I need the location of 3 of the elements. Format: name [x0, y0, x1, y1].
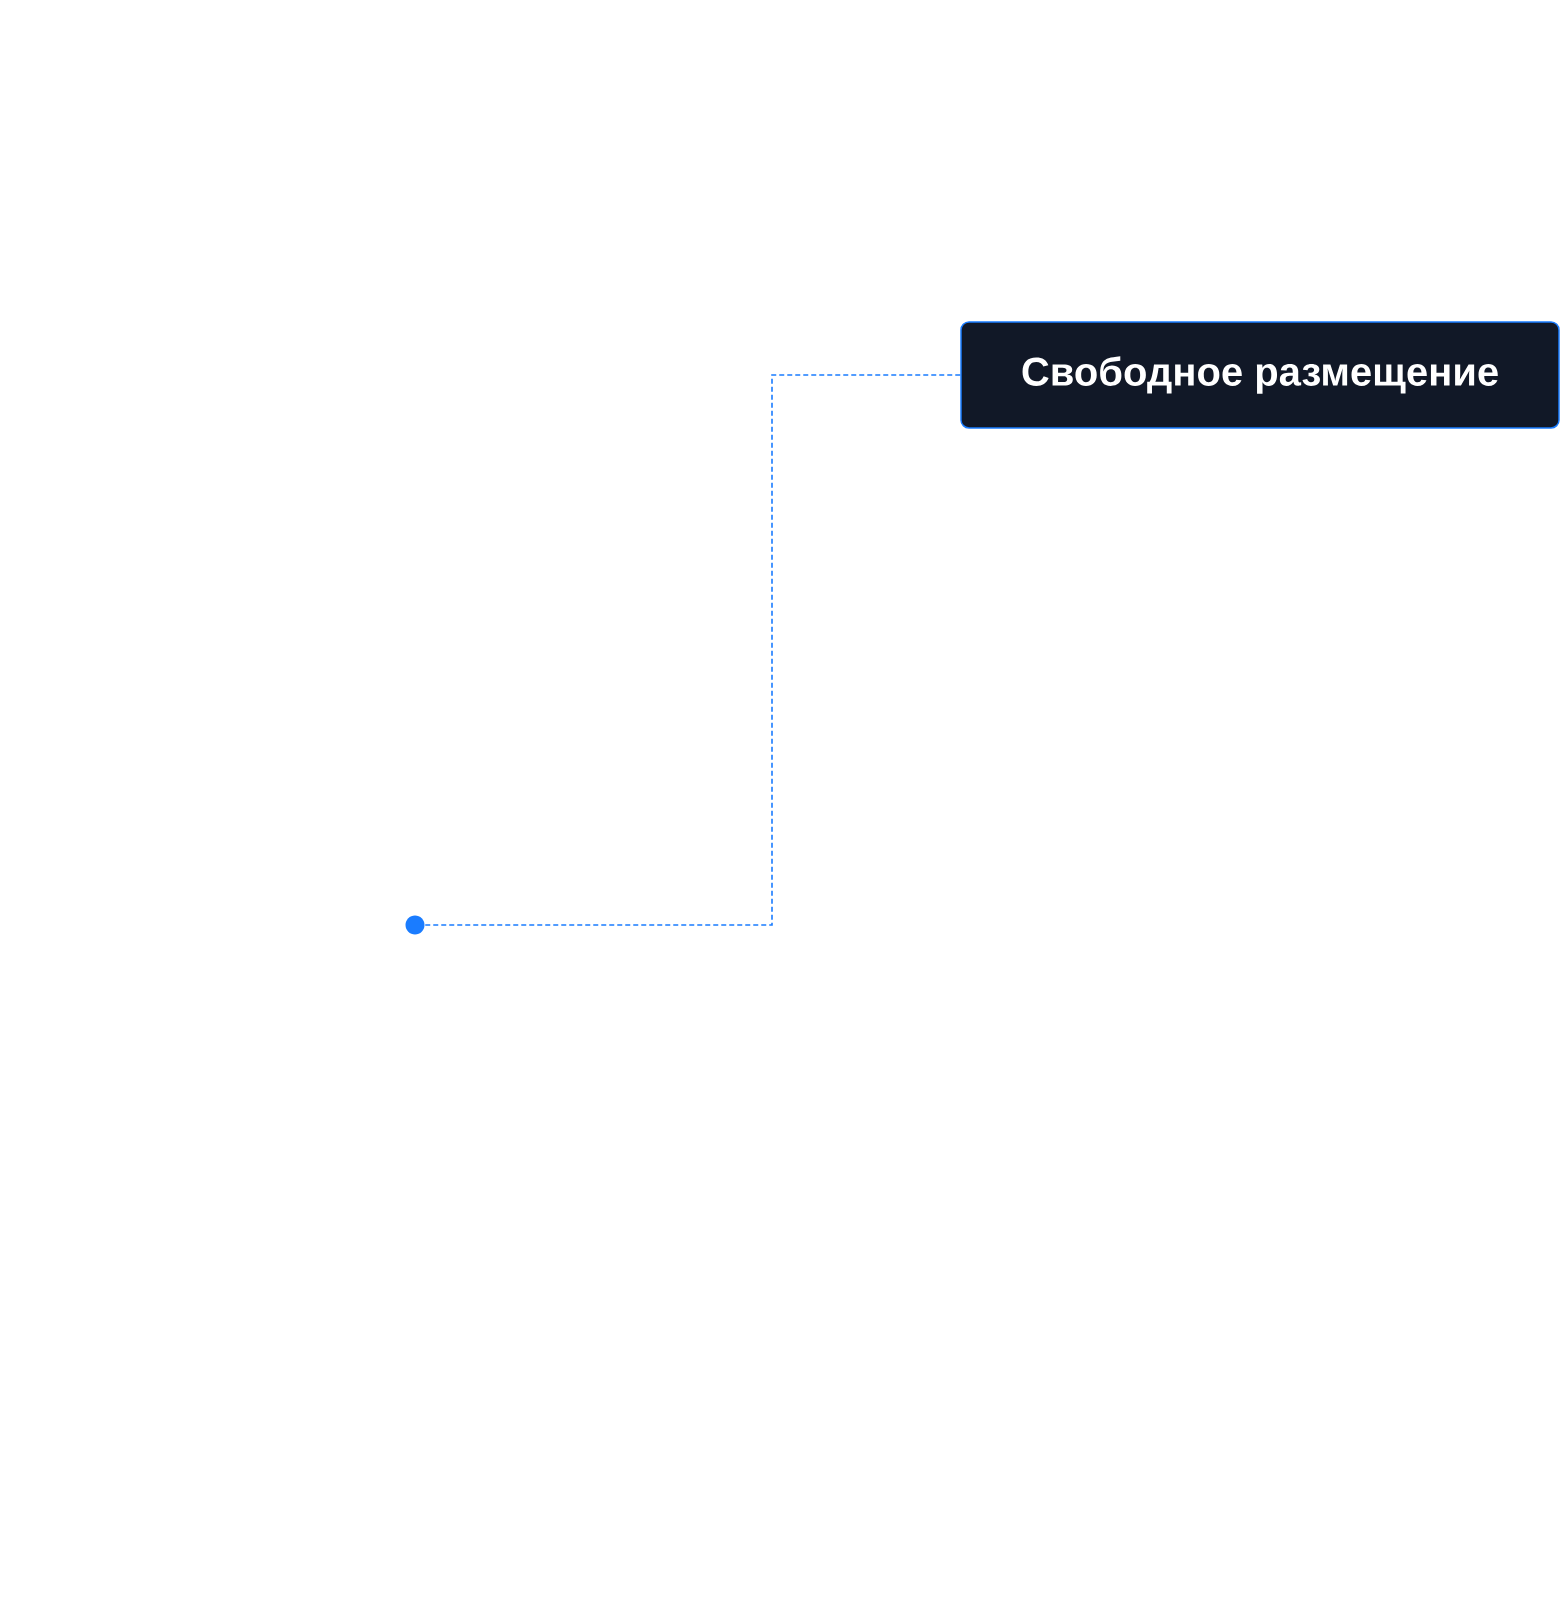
- leader-line: [423, 374, 962, 926]
- label-box: Свободное размещение: [960, 321, 1560, 429]
- dot-marker: [405, 915, 425, 935]
